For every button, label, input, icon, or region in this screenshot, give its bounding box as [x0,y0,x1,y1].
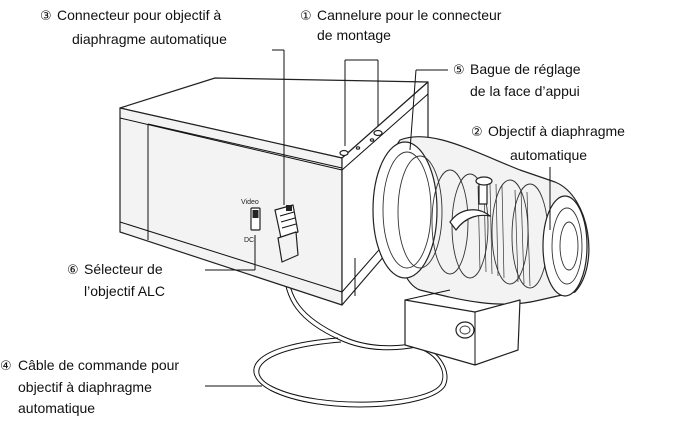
callout-objectif: ② Objectif à diaphragme automatique [471,123,625,163]
mount-hole-icon [373,129,383,137]
auto-iris-lens [372,136,590,366]
callout-4-marker: ④ [0,359,12,374]
switch-label-dc: DC [244,237,254,244]
callout-2-line-2: automatique [510,147,587,163]
callout-4-line-3: automatique [18,400,95,416]
mount-hole-icon [339,149,349,157]
callout-6-line-1: Sélecteur de [84,261,163,277]
callout-6-line-2: l’objectif ALC [84,283,165,299]
callout-cannelure: ① Cannelure pour le connecteur de montag… [300,7,502,43]
callout-2-line-1: Objectif à diaphragme [488,123,625,139]
callout-5-marker: ⑤ [453,63,465,78]
alc-selector-switch: Video DC [241,199,261,244]
callout-1-marker: ① [300,9,312,24]
callout-6-marker: ⑥ [67,263,79,278]
callout-selecteur: ⑥ Sélecteur de l’objectif ALC [67,261,165,299]
back-focus-ring [372,141,438,279]
callout-connecteur: ③ Connecteur pour objectif à diaphragme … [40,7,227,47]
callout-3-marker: ③ [40,9,52,24]
callout-1-line-2: de montage [317,27,391,43]
iris-lens-connector [274,204,299,263]
callout-4-line-1: Câble de commande pour [18,357,179,373]
callout-5-line-1: Bague de réglage [470,61,581,77]
callout-1-line-1: Cannelure pour le connecteur [317,7,502,23]
callout-5-line-2: de la face d’appui [470,83,580,99]
callout-4-line-2: objectif à diaphragme [18,379,152,395]
callout-3-line-1: Connecteur pour objectif à [57,7,221,23]
callout-2-marker: ② [471,125,483,140]
leader-lines [205,49,551,387]
callout-3-line-2: diaphragme automatique [72,31,227,47]
callout-cable: ④ Câble de commande pour objectif à diap… [0,357,179,416]
callout-bague: ⑤ Bague de réglage de la face d’appui [453,61,581,99]
switch-label-video: Video [241,199,259,206]
